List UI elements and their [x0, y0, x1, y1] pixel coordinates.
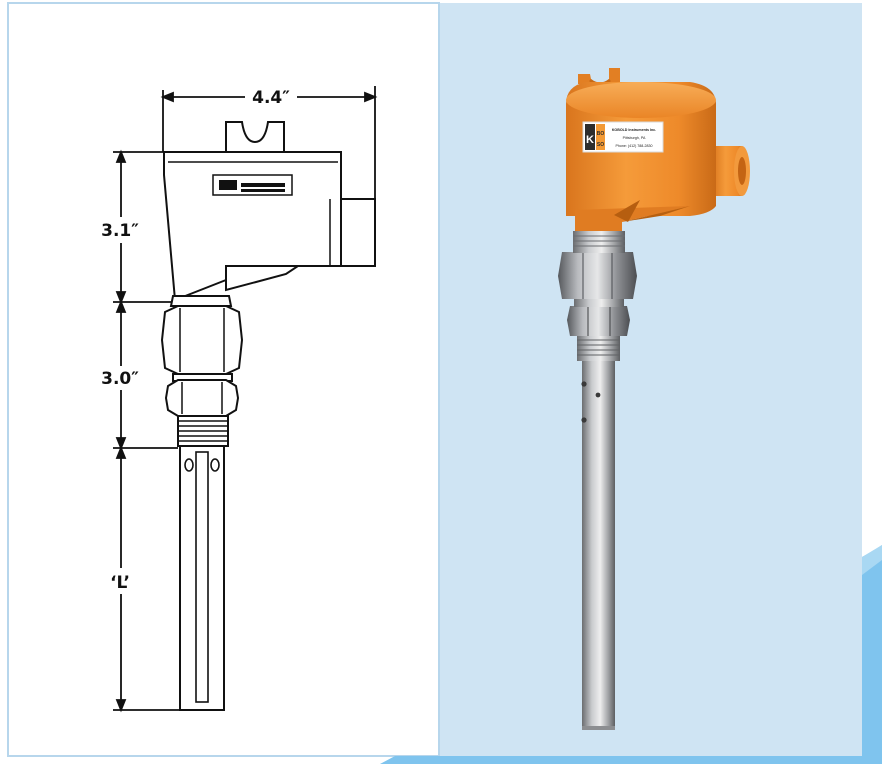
width-dimension-label: 4.4″: [252, 88, 290, 108]
nameplate-line-company: KOBOLD Instruments Inc.: [612, 128, 656, 132]
housing-outline: [163, 121, 376, 307]
logo-badge-line1: BO: [597, 131, 605, 137]
logo-badge-line2: SO: [597, 142, 604, 148]
head-height-label: 3.1″: [101, 221, 139, 241]
nameplate-line-city: Pittsburgh, PA: [623, 136, 646, 140]
logo-k: K: [586, 134, 594, 146]
vertical-dimension-line: [113, 149, 180, 713]
logo-k-block: [585, 124, 595, 150]
technical-drawing-panel: 4.4″ 3.1″ 3.0″ ‘L’: [7, 2, 440, 757]
logo-badge: [596, 124, 605, 150]
orange-housing-photo: K BO SO KOBOLD Instruments Inc. Pittsbur…: [566, 68, 750, 231]
fitting-outline: [160, 305, 244, 447]
probe-tube-outline: [179, 445, 225, 711]
probe-length-label: ‘L’: [110, 573, 130, 593]
fitting-height-label: 3.0″: [101, 369, 139, 389]
product-photo-panel: K BO SO KOBOLD Instruments Inc. Pittsbur…: [380, 3, 882, 764]
nameplate-line-phone: Phone: (412) 788-2830: [616, 144, 653, 148]
decorative-blue-swoosh-light: [862, 545, 882, 575]
probe-tube-photo: [581, 357, 615, 730]
threaded-fitting-photo: [558, 231, 637, 361]
